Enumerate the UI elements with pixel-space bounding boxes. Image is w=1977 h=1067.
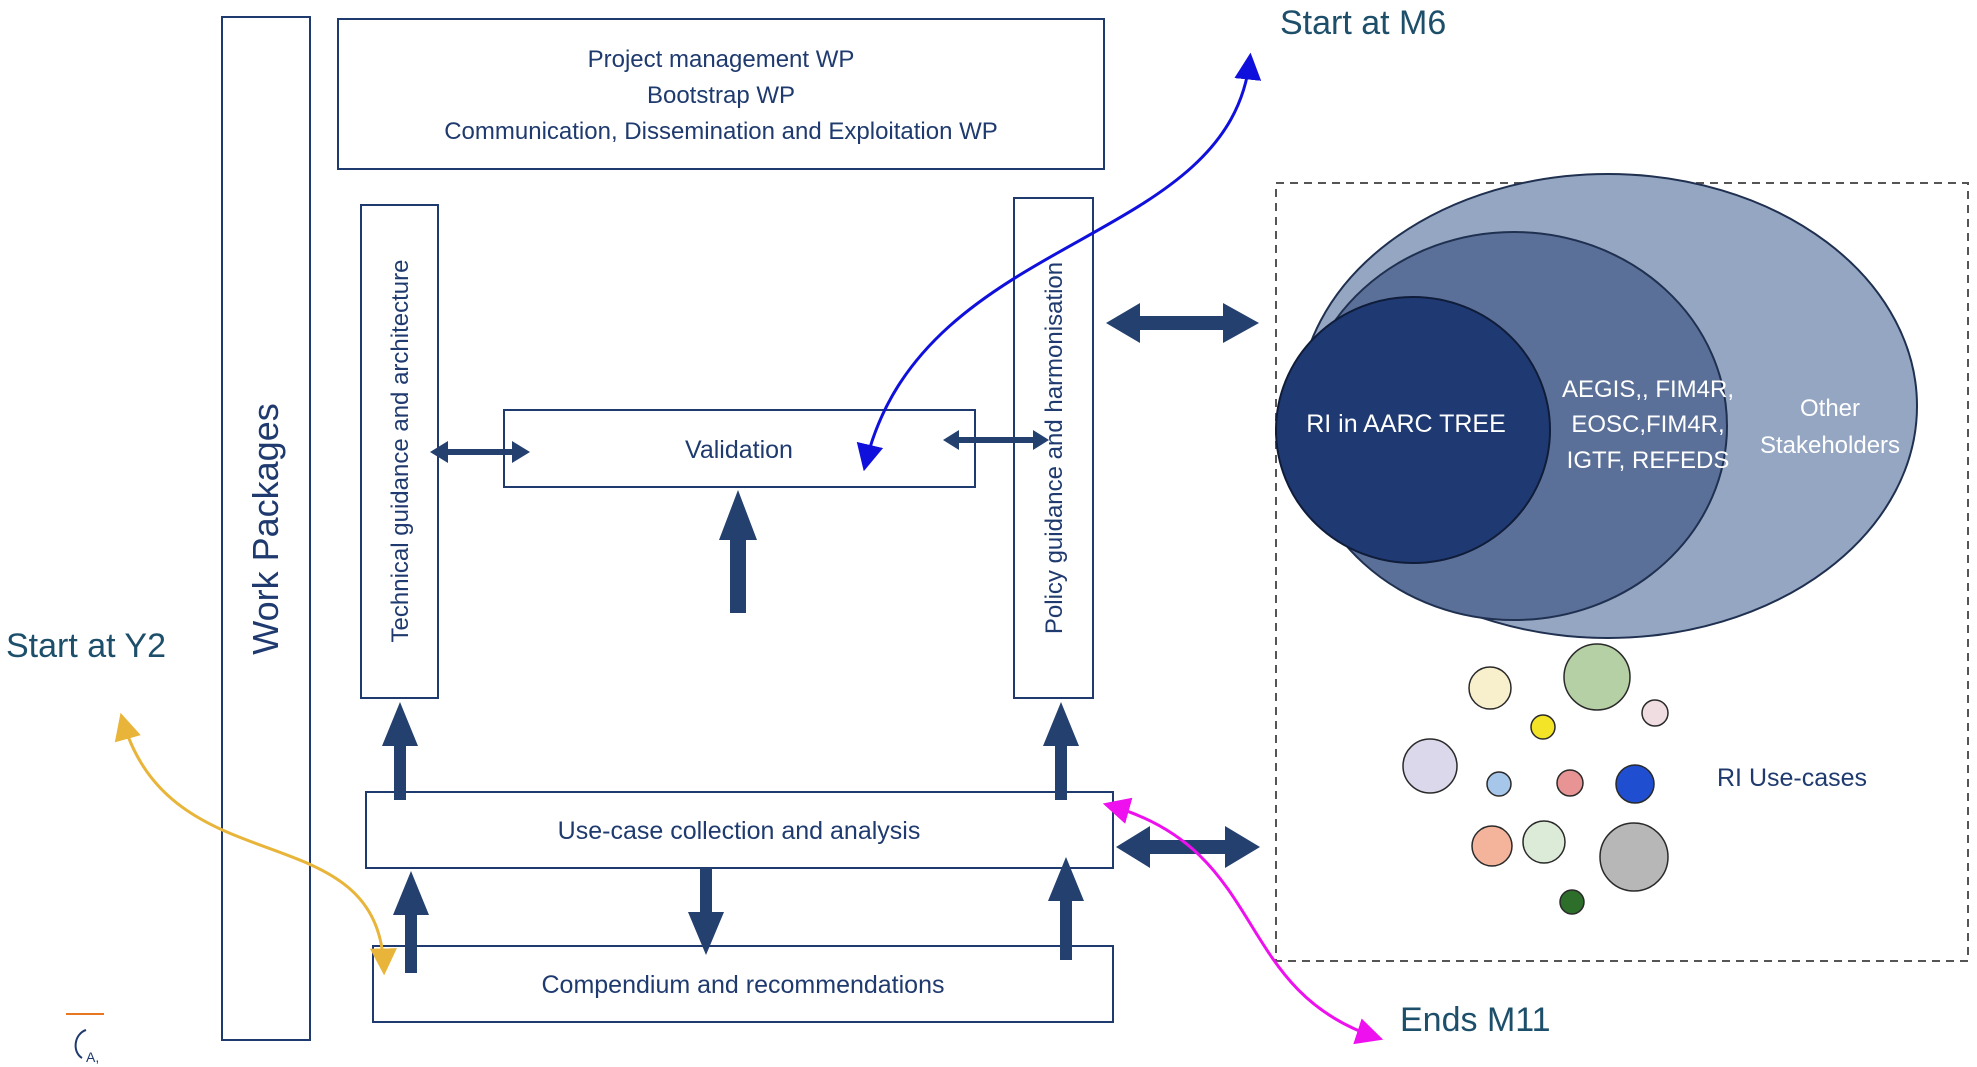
- management-line-2: Bootstrap WP: [647, 82, 795, 109]
- middle-label-3: IGTF, REFEDS: [1567, 447, 1730, 474]
- ends-m11-label: Ends M11: [1400, 1001, 1551, 1039]
- ri-usecases-label: RI Use-cases: [1717, 764, 1867, 792]
- usecase-bubble: [1559, 889, 1585, 915]
- start-m6-label: Start at M6: [1280, 4, 1446, 42]
- up-arrow-to-technical: [382, 702, 418, 800]
- down-arrow-to-compendium: [688, 868, 724, 955]
- logo: A,: [66, 1013, 104, 1065]
- start-y2-arrow: [114, 712, 397, 976]
- middle-label-2: EOSC,FIM4R,: [1571, 411, 1724, 438]
- ends-m11-arrow: [1102, 797, 1384, 1045]
- usecase-bubble: [1556, 769, 1584, 797]
- up-arrow-compendium-left: [393, 871, 429, 973]
- policy-label: Policy guidance and harmonisation: [1041, 262, 1068, 634]
- up-arrow-compendium-right: [1048, 857, 1084, 960]
- outer-label-2: Stakeholders: [1760, 432, 1900, 459]
- ri-in-aarc-tree-label: RI in AARC TREE: [1306, 410, 1506, 438]
- validation-policy-arrow: [943, 430, 1049, 450]
- ri-usecase-bubbles: [1402, 643, 1669, 915]
- technical-validation-arrow: [430, 441, 530, 463]
- compendium-box: [372, 945, 1114, 1023]
- flow-arrows: [382, 303, 1260, 973]
- usecase-bubble: [1563, 643, 1631, 711]
- usecase-bubble: [1641, 699, 1669, 727]
- usecase-bubble: [1522, 820, 1566, 864]
- management-line-1: Project management WP: [588, 46, 855, 73]
- middle-label-1: AEGIS,, FIM4R,: [1562, 376, 1734, 403]
- usecase-bubble: [1471, 825, 1513, 867]
- outer-label-1: Other: [1800, 395, 1860, 422]
- usecase-label: Use-case collection and analysis: [558, 817, 921, 845]
- usecase-bubble: [1615, 764, 1655, 804]
- usecase-bubble: [1468, 666, 1512, 710]
- technical-box: [360, 204, 439, 699]
- compendium-label: Compendium and recommendations: [542, 971, 945, 999]
- usecase-bubble: [1530, 714, 1556, 740]
- policy-stakeholders-arrow: [1106, 303, 1259, 343]
- stakeholders-panel: [1275, 182, 1969, 962]
- technical-label: Technical guidance and architecture: [387, 260, 414, 643]
- work-packages-label: Work Packages: [245, 403, 286, 654]
- up-arrow-to-validation: [719, 490, 757, 613]
- start-y2-label: Start at Y2: [6, 627, 166, 665]
- logo-text: A,: [86, 1049, 99, 1065]
- inner-ri-ellipse: [1275, 296, 1551, 564]
- management-line-3: Communication, Dissemination and Exploit…: [444, 118, 998, 145]
- usecase-bubble: [1402, 738, 1458, 794]
- usecase-bubble: [1486, 771, 1512, 797]
- usecase-box: [365, 791, 1114, 869]
- validation-label: Validation: [685, 436, 793, 464]
- usecase-bubble: [1599, 822, 1669, 892]
- up-arrow-to-policy: [1043, 702, 1079, 800]
- start-m6-arrow: [856, 52, 1262, 472]
